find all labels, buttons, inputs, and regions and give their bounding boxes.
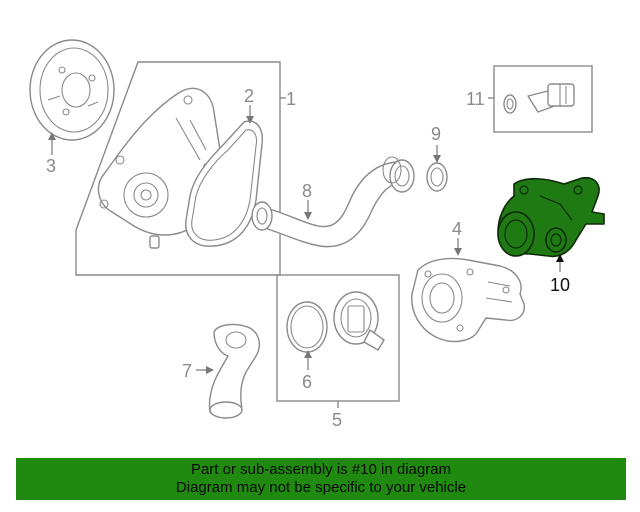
leader-8-arrow (304, 212, 312, 220)
callout-7[interactable]: 7 (182, 361, 192, 381)
parts-diagram: 3 1 2 8 9 (29, 39, 605, 430)
part-9-o-ring[interactable] (426, 162, 448, 192)
callout-1[interactable]: 1 (286, 89, 296, 109)
callout-2[interactable]: 2 (244, 86, 254, 106)
box-11 (493, 65, 593, 133)
callout-11[interactable]: 11 (466, 89, 485, 109)
info-banner: Part or sub-assembly is #10 in diagram D… (16, 458, 626, 500)
part-3-pulley[interactable] (29, 39, 115, 141)
part-7-outlet[interactable] (208, 323, 261, 419)
part-6-seal[interactable] (286, 301, 328, 353)
leader-7-arrow (206, 366, 214, 374)
callout-4[interactable]: 4 (452, 219, 462, 239)
leader-2-arrow (246, 116, 254, 124)
thermostat[interactable] (333, 291, 385, 351)
box-1 (75, 61, 281, 276)
callout-9[interactable]: 9 (431, 124, 441, 144)
leader-6-arrow (304, 350, 312, 358)
callout-6[interactable]: 6 (302, 372, 312, 392)
leader-9-arrow (433, 155, 441, 163)
banner-line-1: Part or sub-assembly is #10 in diagram (190, 461, 452, 478)
leader-3-arrow (48, 132, 56, 140)
callout-10[interactable]: 10 (550, 275, 570, 295)
banner-line-2: Diagram may not be specific to your vehi… (175, 479, 467, 496)
part-8-hose[interactable] (251, 156, 415, 248)
callout-3[interactable]: 3 (46, 156, 56, 176)
part-2-gasket[interactable] (185, 120, 263, 247)
leader-4-arrow (454, 248, 462, 256)
part-4-thermostat-housing[interactable] (411, 257, 525, 343)
leader-10-arrow (556, 254, 564, 262)
part-10-housing[interactable] (497, 176, 605, 258)
callout-8[interactable]: 8 (302, 181, 312, 201)
part-11-sensor[interactable] (503, 83, 575, 114)
callout-5[interactable]: 5 (332, 410, 342, 430)
